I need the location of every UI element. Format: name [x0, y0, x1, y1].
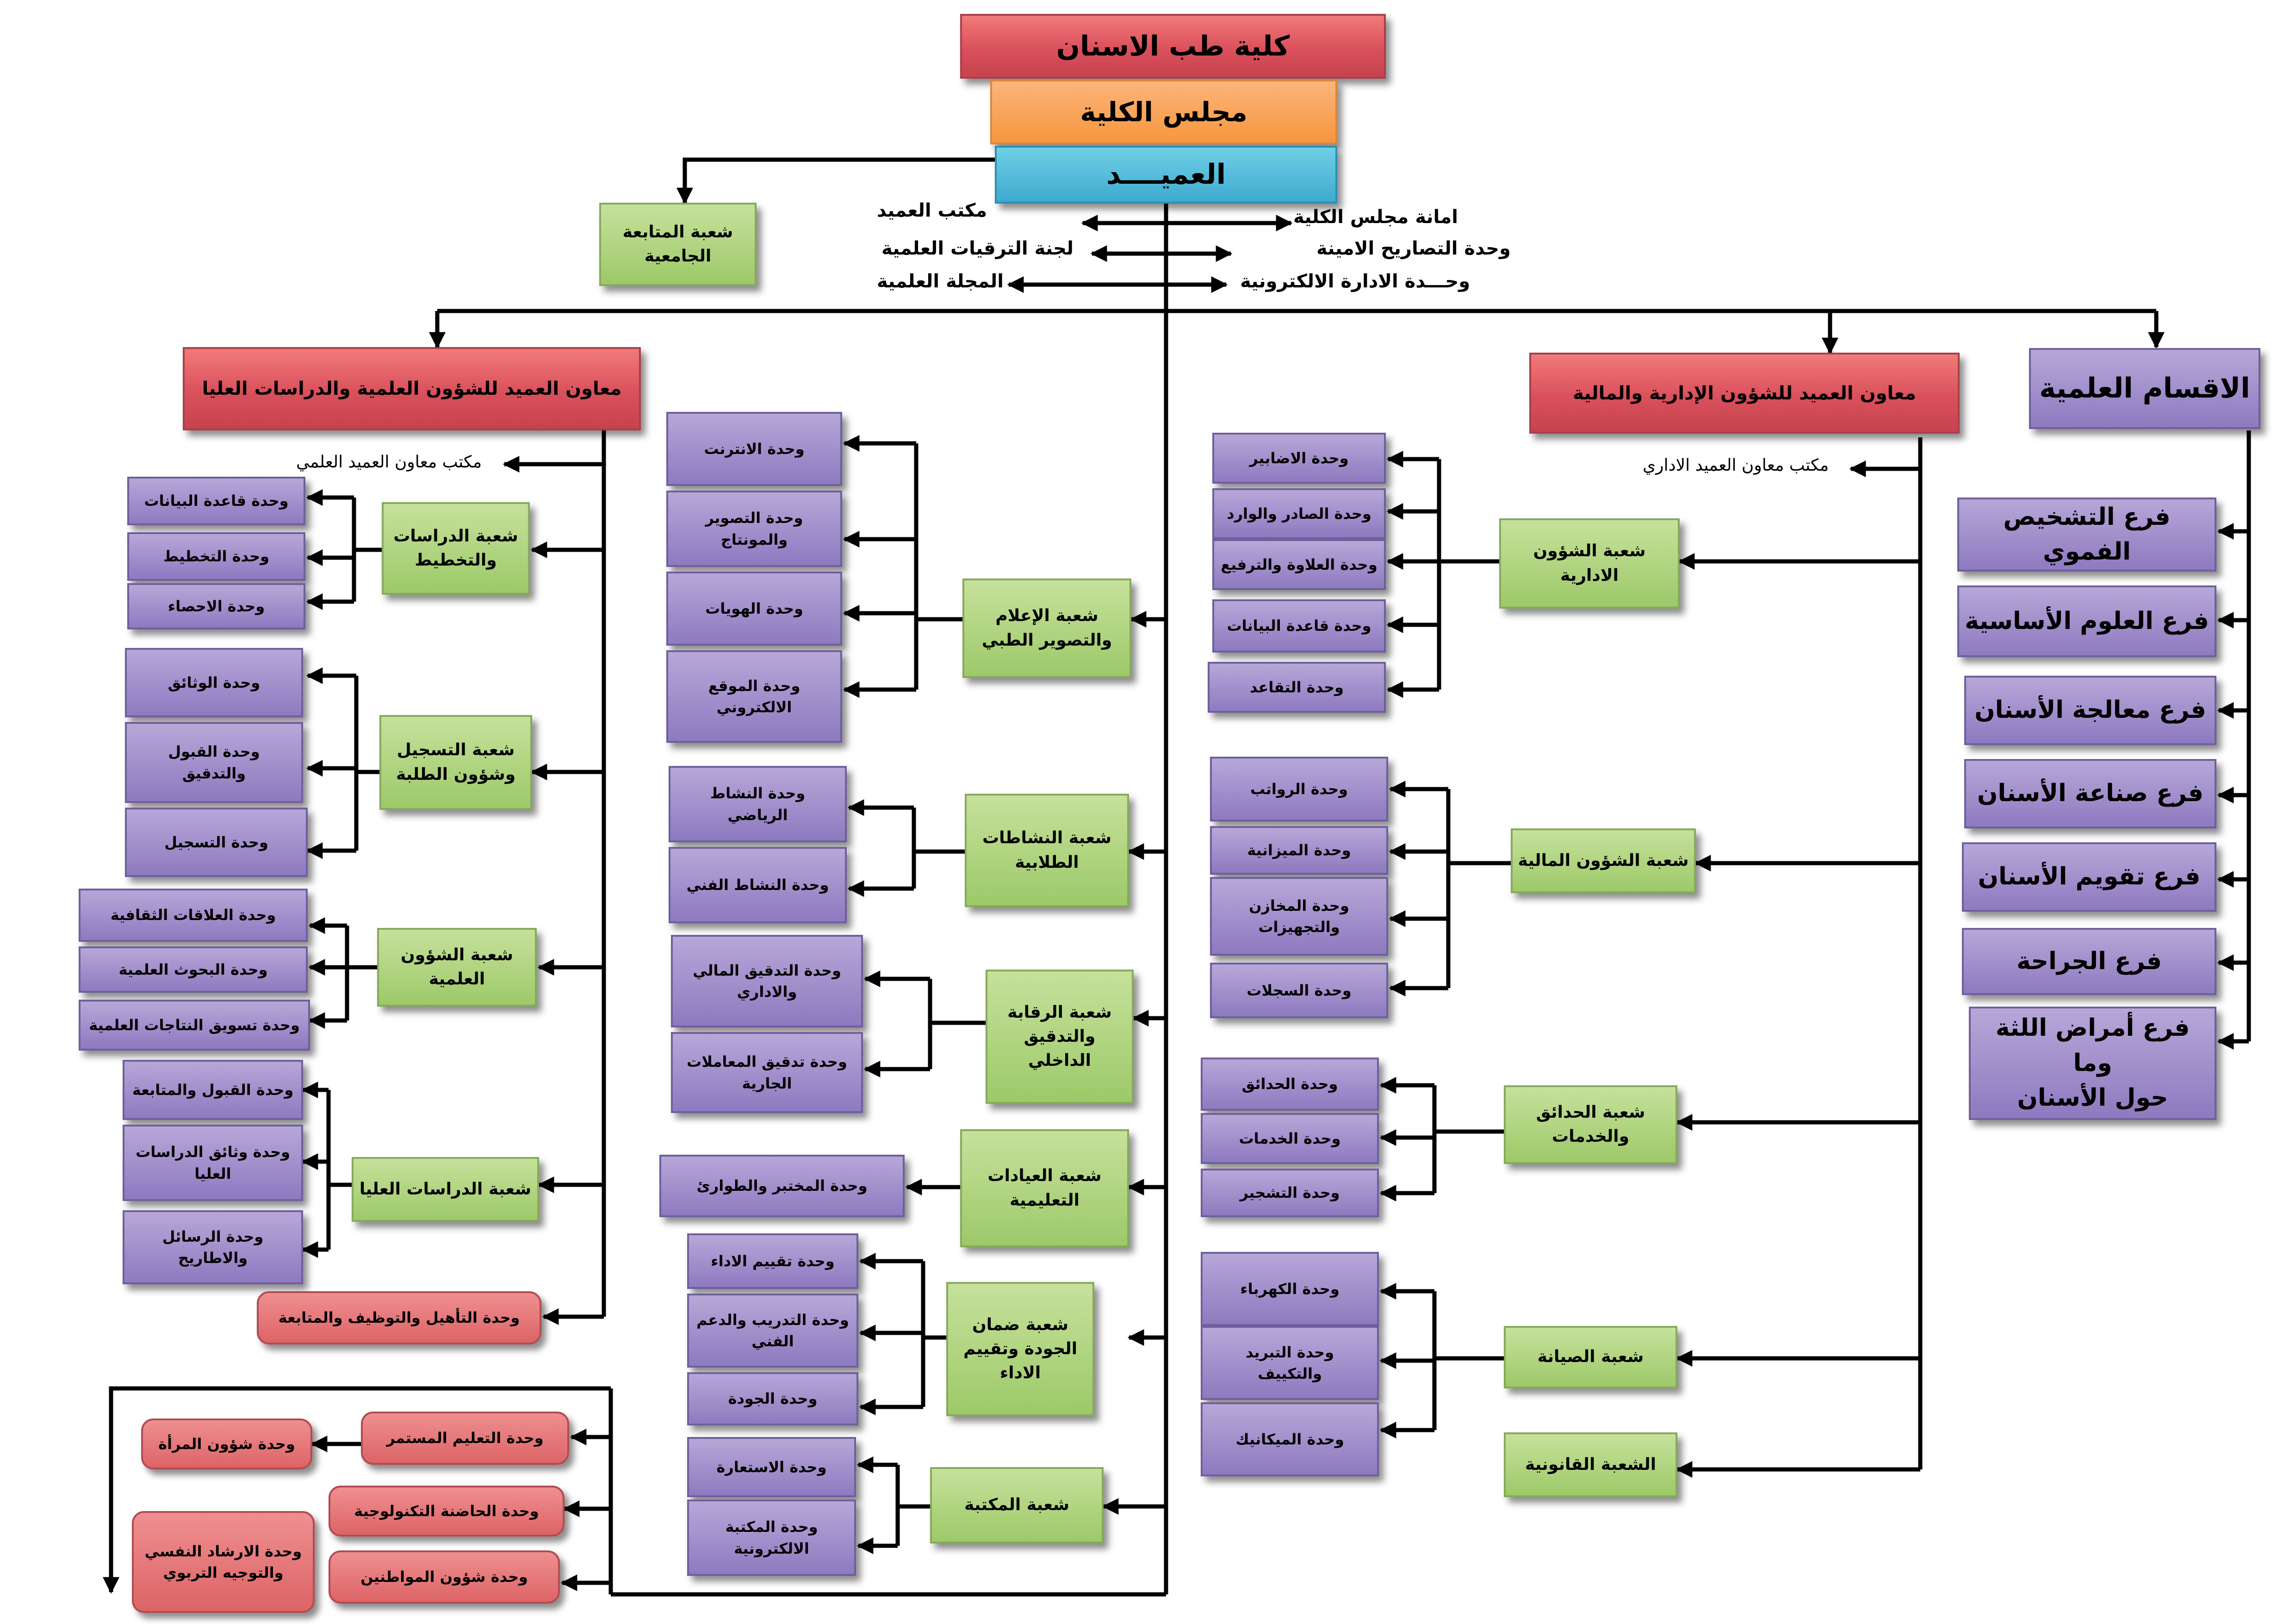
dept-periodontics: فرع أمراض اللثة وما حول الأسنان — [1969, 1007, 2216, 1120]
unit-cultural-relations: وحدة العلاقات الثقافية — [79, 889, 308, 942]
unit-citizens-affairs: وحدة شؤون المواطنين — [329, 1550, 560, 1604]
quality-section: شعبة ضمان الجودة وتقييم الاداء — [946, 1282, 1094, 1416]
unit-promotion: وحدة العلاوة والترفيع — [1212, 539, 1386, 590]
unit-qualification-employment: وحدة التأهيل والتوظيف والمتابعة — [257, 1291, 541, 1344]
unit-retirement: وحدة التقاعد — [1208, 662, 1386, 713]
unit-counseling: وحدة الارشاد النفسي والتوجيه التربوي — [132, 1511, 315, 1613]
unit-statistics: وحدة الاحصاء — [127, 583, 305, 629]
unit-registration: وحدة التسجيل — [125, 808, 308, 877]
unit-admission-audit: وحدة القبول والتدقيق — [125, 722, 303, 803]
audit-section: شعبة الرقابة والتدقيق الداخلي — [986, 970, 1134, 1104]
unit-performance: وحدة تقييم الاداء — [687, 1233, 858, 1289]
unit-budget: وحدة الميزانية — [1210, 826, 1388, 875]
planning-section: شعبة الدراسات والتخطيط — [382, 502, 530, 595]
unit-planning: وحدة التخطيط — [127, 532, 305, 581]
postgrad-section: شعبة الدراسات العليا — [352, 1157, 539, 1222]
unit-arts: وحدة النشاط الفني — [669, 847, 847, 923]
legal-section: الشعبة القانونية — [1504, 1432, 1677, 1497]
dept-orthodontics: فرع تقويم الأسنان — [1962, 842, 2216, 912]
departments-title-box: الاقسام العلمية — [2029, 348, 2260, 429]
unit-training: وحدة التدريب والدعم الفني — [687, 1294, 858, 1368]
scientific-journal-label: المجلة العلمية — [877, 271, 1004, 292]
unit-scientific-research: وحدة البحوث العلمية — [79, 946, 308, 993]
unit-afforestation: وحدة التشجير — [1201, 1169, 1379, 1217]
unit-marketing-outputs: وحدة تسويق النتاجات العلمية — [79, 1000, 310, 1051]
unit-lab-emergency: وحدة المختبر والطوارئ — [659, 1155, 905, 1217]
unit-stores: وحدة المخازن والتجهيزات — [1210, 877, 1388, 956]
unit-services: وحدة الخدمات — [1201, 1113, 1379, 1164]
unit-postgrad-docs: وحدة وثائق الدراسات العليا — [123, 1125, 303, 1201]
unit-incoming-outgoing: وحدة الصادر والوارد — [1212, 488, 1386, 539]
unit-lending: وحدة الاستعارة — [687, 1437, 856, 1497]
admin-affairs-section: شعبة الشؤون الادارية — [1499, 518, 1680, 609]
promotions-committee-label: لجنة الترقيات العلمية — [881, 238, 1074, 259]
unit-sci-database: وحدة قاعدة البيانات — [127, 477, 305, 525]
unit-e-library: وحدة المكتبة الالكترونية — [687, 1500, 856, 1576]
unit-admin-database: وحدة قاعدة البيانات — [1212, 599, 1386, 653]
media-section: شعبة الإعلام والتصوير الطبي — [962, 579, 1131, 678]
unit-financial-audit: وحدة التدقيق المالي والاداري — [671, 935, 863, 1027]
unit-gardens: وحدة الحدائق — [1201, 1058, 1379, 1111]
scientific-affairs-section: شعبة الشؤون العلمية — [377, 928, 537, 1007]
unit-transactions-audit: وحدة تدقيق المعاملات الجارية — [671, 1032, 863, 1113]
unit-photography: وحدة التصوير والمونتاج — [666, 491, 842, 567]
unit-documents: وحدة الوثائق — [125, 648, 303, 717]
unit-women-affairs: وحدة شؤون المرأة — [141, 1419, 312, 1469]
financial-section: شعبة الشؤون المالية — [1511, 828, 1696, 893]
activities-section: شعبة النشاطات الطلابية — [965, 794, 1129, 907]
unit-internet: وحدة الانترنت — [666, 412, 842, 486]
scientific-deputy-box: معاون العميد للشؤون العلمية والدراسات ال… — [183, 347, 641, 430]
maintenance-section: شعبة الصيانة — [1504, 1326, 1677, 1388]
unit-cooling: وحدة التبريد والتكييف — [1201, 1326, 1379, 1400]
e-admin-label: وحـــدة الادارة الالكترونية — [1240, 271, 1471, 292]
dept-surgery: فرع الجراحة — [1962, 928, 2216, 995]
follow-up-section-box: شعبة المتابعة الجامعية — [599, 203, 757, 286]
scientific-deputy-office-label: مكتب معاون العميد العلمي — [296, 453, 482, 472]
clinics-section: شعبة العيادات التعليمية — [960, 1129, 1129, 1247]
college-council-box: مجلس الكلية — [990, 80, 1337, 144]
registration-section: شعبة التسجيل وشؤون الطلبة — [379, 715, 532, 810]
dept-prosthodontics: فرع صناعة الأسنان — [1964, 759, 2216, 828]
unit-files: وحدة الاضابير — [1212, 433, 1386, 484]
unit-electricity: وحدة الكهرباء — [1201, 1252, 1379, 1326]
unit-ids: وحدة الهويات — [666, 572, 842, 646]
dean-office-label: مكتب العميد — [877, 200, 987, 221]
dept-conservative: فرع معالجة الأسنان — [1964, 676, 2216, 745]
unit-salaries: وحدة الرواتب — [1210, 757, 1388, 821]
unit-records: وحدة السجلات — [1210, 963, 1388, 1018]
dean-box: العميــــد — [995, 146, 1337, 204]
unit-website: وحدة الموقع الالكتروني — [666, 650, 842, 743]
unit-mechanics: وحدة الميكانيك — [1201, 1402, 1379, 1476]
unit-continuing-education: وحدة التعليم المستمر — [361, 1412, 569, 1465]
library-section: شعبة المكتبة — [930, 1467, 1104, 1543]
gardens-section: شعبة الحدائق والخدمات — [1504, 1085, 1677, 1164]
dept-oral-diagnosis: فرع التشخيص الفموي — [1957, 498, 2216, 572]
unit-sports: وحدة النشاط الرياضي — [669, 766, 847, 842]
dept-basic-sciences: فرع العلوم الأساسية — [1957, 585, 2216, 657]
secure-statements-label: وحدة التصاريح الامينة — [1316, 238, 1511, 259]
unit-admission-followup: وحدة القبول والمتابعة — [123, 1060, 303, 1120]
council-secretariat-label: امانة مجلس الكلية — [1293, 206, 1458, 228]
admin-deputy-box: معاون العميد للشؤون الإدارية والمالية — [1529, 353, 1960, 434]
college-title-box: كلية طب الاسنان — [960, 14, 1386, 79]
unit-tech-incubator: وحدة الحاضنة التكنولوجية — [329, 1486, 565, 1537]
unit-quality: وحدة الجودة — [687, 1372, 858, 1425]
admin-deputy-office-label: مكتب معاون العميد الاداري — [1643, 456, 1829, 475]
unit-theses: وحدة الرسائل والاطاريح — [123, 1210, 303, 1284]
